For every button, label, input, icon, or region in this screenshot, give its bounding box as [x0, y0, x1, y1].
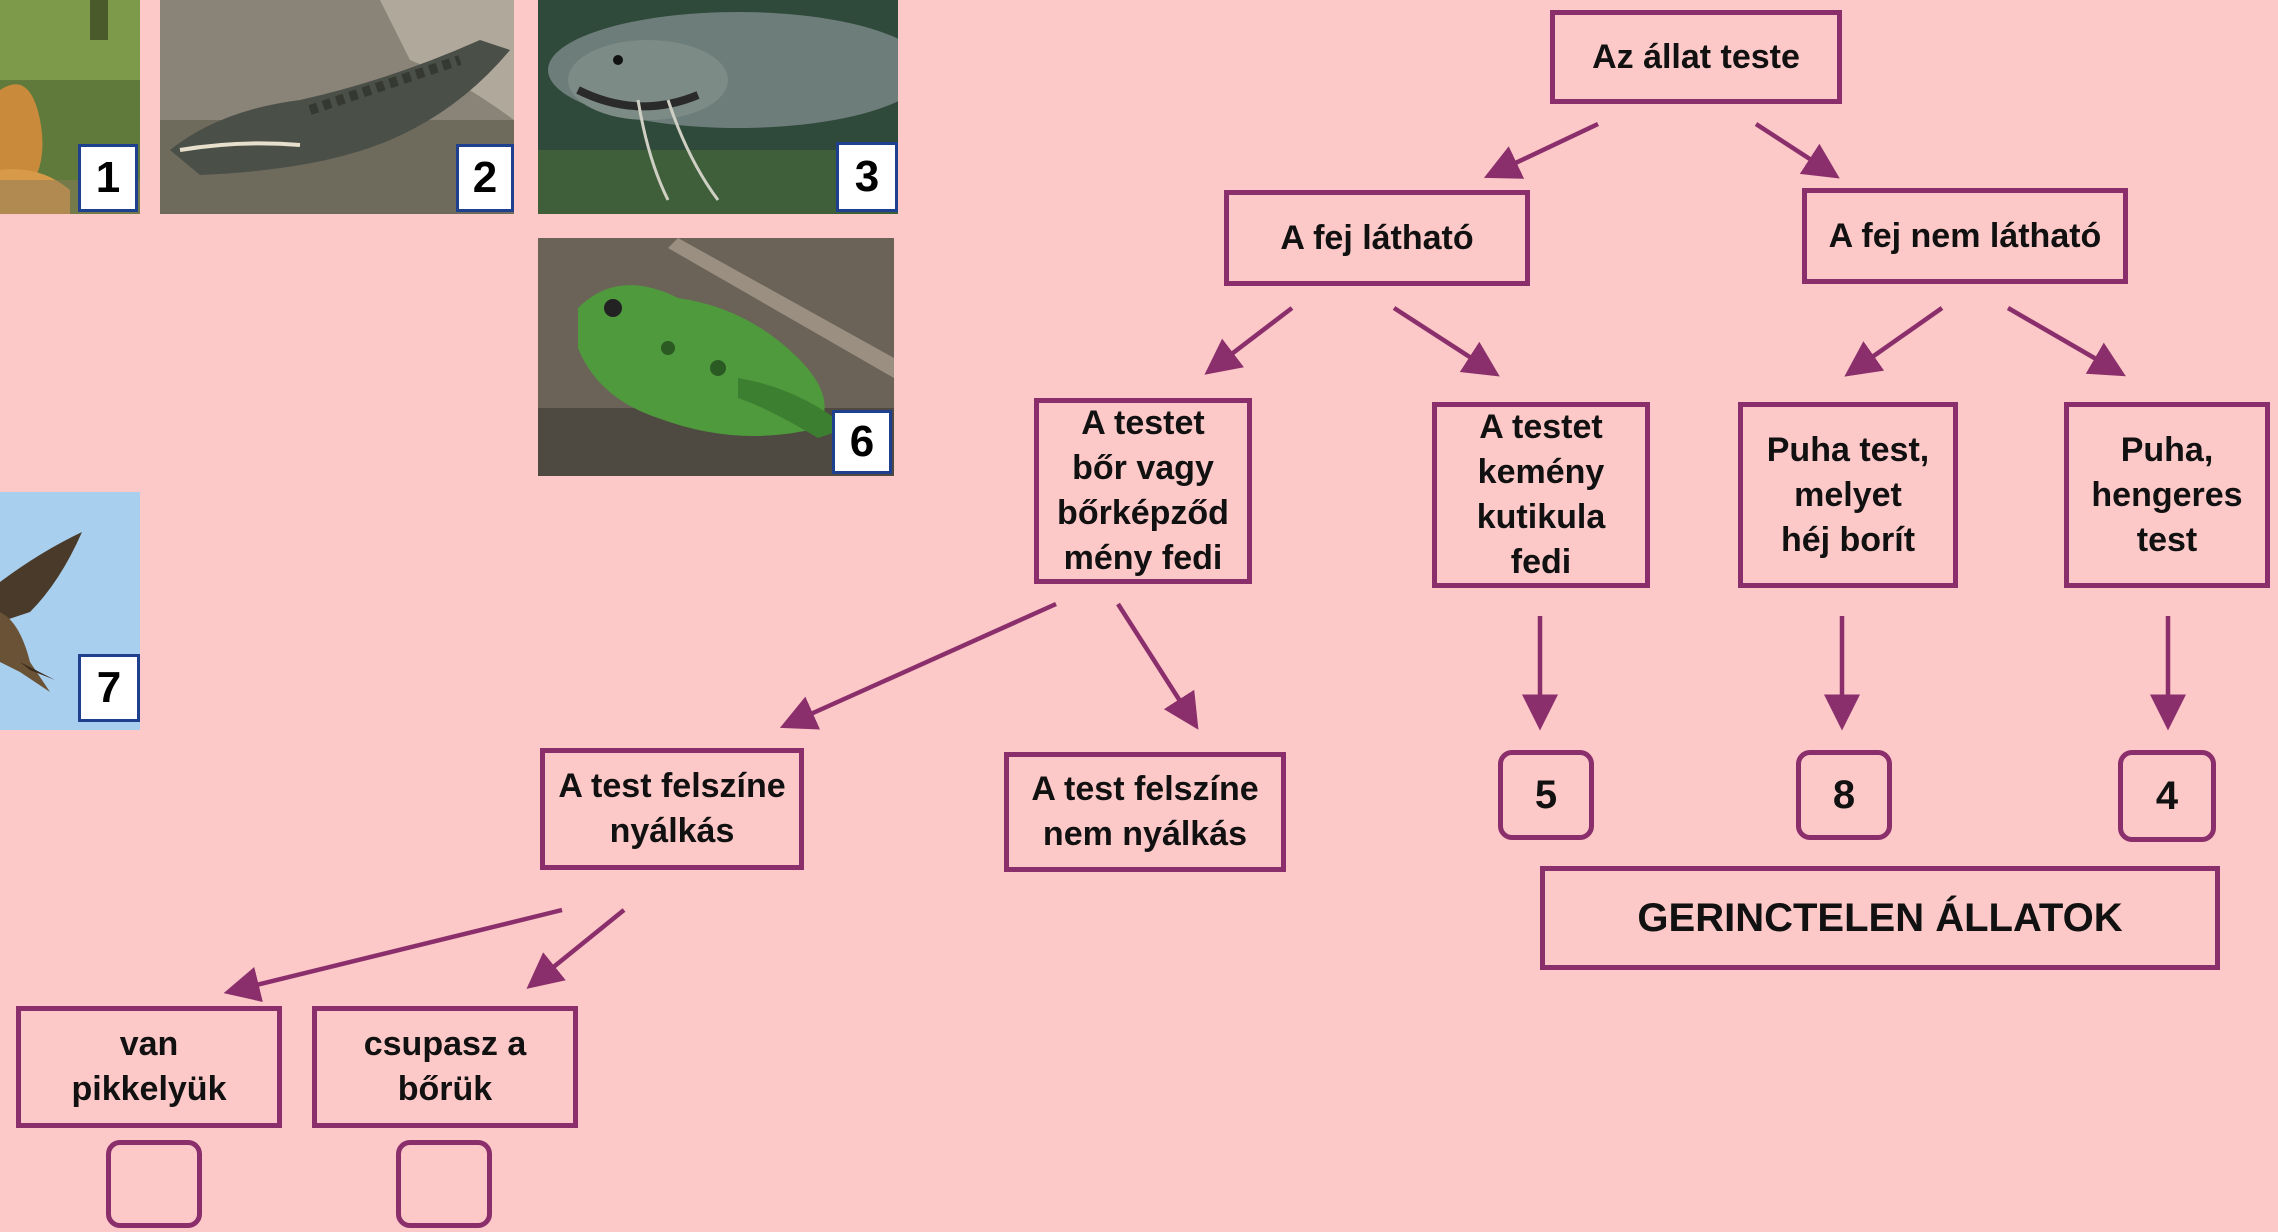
frog-photo: 6: [538, 238, 894, 476]
node-bare-skin: csupasz a bőrük: [312, 1006, 578, 1128]
node-skin-covered: A testet bőr vagy bőrképződ mény fedi: [1034, 398, 1252, 584]
node-soft-cylindrical: Puha, hengeres test: [2064, 402, 2270, 588]
bird-photo: 7: [0, 492, 140, 730]
catfish-photo: 3: [538, 0, 898, 214]
node-soft-shell: Puha test, melyet héj borít: [1738, 402, 1958, 588]
arrow: [779, 601, 1057, 730]
node-not-slimy: A test felszíne nem nyálkás: [1004, 752, 1286, 872]
answer-cylindrical[interactable]: 4: [2118, 750, 2216, 842]
photo-label: 3: [836, 142, 898, 212]
answer-scales[interactable]: [106, 1140, 202, 1228]
crocodile-photo: 2: [160, 0, 514, 214]
answer-cuticle[interactable]: 5: [1498, 750, 1594, 840]
invertebrates-label: GERINCTELEN ÁLLATOK: [1540, 866, 2220, 970]
node-head-not-visible: A fej nem látható: [1802, 188, 2128, 284]
node-body: Az állat teste: [1550, 10, 1842, 104]
arrow: [2006, 306, 2126, 377]
node-scales: van pikkelyük: [16, 1006, 282, 1128]
photo-label: 2: [456, 144, 514, 212]
photo-label: 1: [78, 144, 138, 212]
photo-label: 7: [78, 654, 140, 722]
photo-label: 6: [832, 410, 892, 474]
dog-photo: 1: [0, 0, 140, 214]
node-cuticle-covered: A testet kemény kutikula fedi: [1432, 402, 1650, 588]
arrow: [526, 908, 626, 989]
arrow: [1392, 306, 1500, 377]
answer-shell[interactable]: 8: [1796, 750, 1892, 840]
answer-bare-skin[interactable]: [396, 1140, 492, 1228]
arrow: [1844, 306, 1944, 377]
arrow: [223, 907, 563, 1002]
arrow: [1116, 602, 1199, 730]
arrow: [1204, 306, 1294, 375]
node-slimy: A test felszíne nyálkás: [540, 748, 804, 870]
arrow: [1754, 122, 1840, 179]
node-head-visible: A fej látható: [1224, 190, 1530, 286]
arrow: [1483, 121, 1599, 179]
